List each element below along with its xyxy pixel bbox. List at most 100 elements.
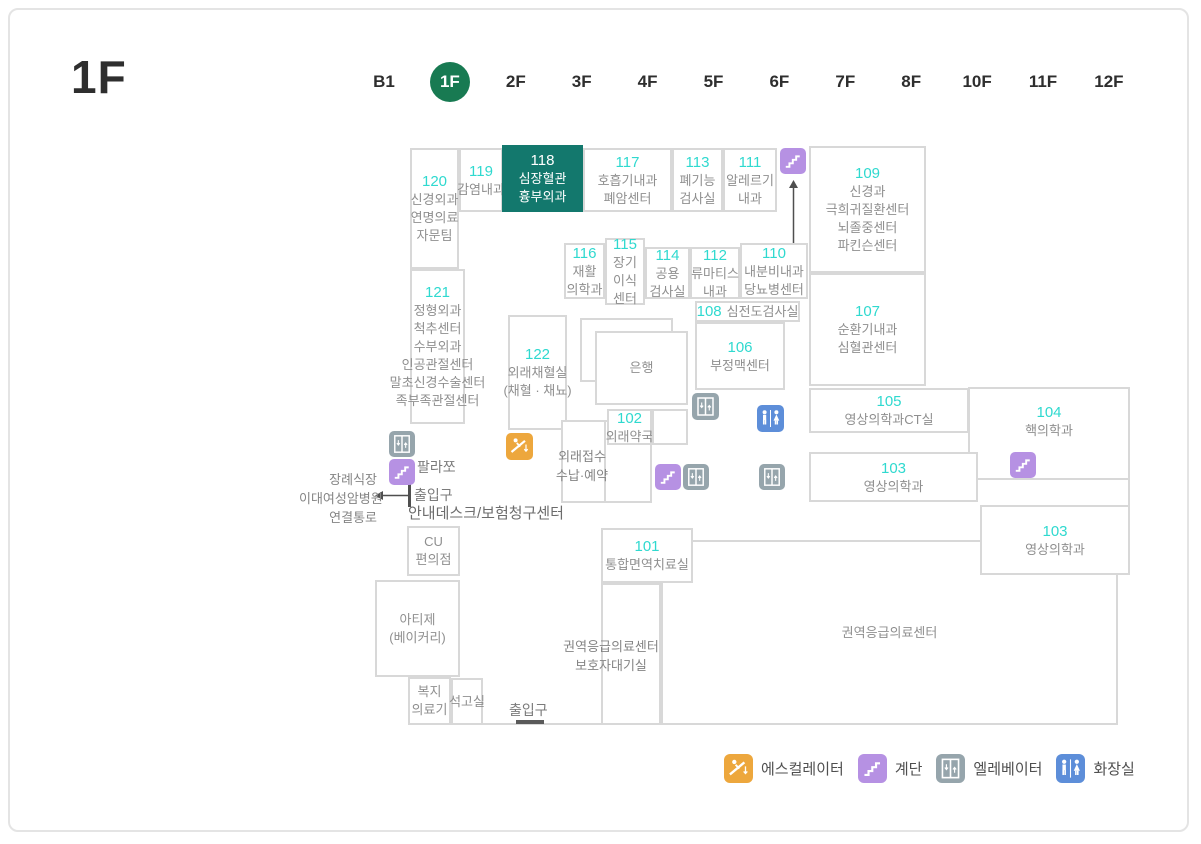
floor-tab-b1[interactable]: B1 bbox=[373, 72, 395, 91]
room-label: 센터 bbox=[613, 291, 637, 306]
map-label-line: 연결통로 bbox=[329, 510, 377, 525]
room-label: 심혈관센터 bbox=[837, 340, 898, 355]
map-label-line: 팔라쪼 bbox=[417, 459, 456, 475]
legend-label: 화장실 bbox=[1093, 761, 1135, 778]
floor-tab-5f[interactable]: 5F bbox=[703, 72, 724, 91]
escalator-icon bbox=[506, 433, 533, 460]
room-number: 118 bbox=[530, 152, 555, 169]
legend-item-toilet: 화장실 bbox=[1056, 754, 1135, 783]
toilet-icon bbox=[757, 405, 784, 432]
floor-tab-1f[interactable]: 1F bbox=[429, 62, 470, 102]
legend-label: 엘레베이터 bbox=[973, 761, 1043, 778]
room-number: 115 bbox=[613, 236, 637, 253]
room-label: 영상의학과CT실 bbox=[844, 412, 934, 427]
room-label: 은행 bbox=[629, 360, 654, 375]
elevator-icon bbox=[389, 431, 415, 457]
legend-label: 계단 bbox=[894, 761, 923, 778]
room-label: 정형외과 bbox=[413, 303, 462, 318]
room-label: 공용 bbox=[655, 265, 680, 281]
room-label: 인공관절센터 bbox=[401, 357, 474, 372]
floor-tab-4f[interactable]: 4F bbox=[637, 72, 658, 91]
arrow-up bbox=[787, 180, 800, 244]
room-number: 119 bbox=[469, 162, 493, 180]
room-label: 내과 bbox=[738, 190, 762, 206]
room-label: 파킨슨센터 bbox=[837, 238, 898, 253]
room-number: 111 bbox=[738, 153, 762, 171]
room-label: 순환기내과 bbox=[837, 322, 898, 337]
stairs-icon bbox=[389, 459, 415, 485]
map-line bbox=[516, 720, 544, 724]
floor-tab-12f[interactable]: 12F bbox=[1094, 72, 1124, 91]
map-label-line: 외래접수 bbox=[558, 449, 606, 464]
room-label: 아티제 bbox=[399, 611, 436, 627]
emergency-waiting-box bbox=[601, 583, 661, 725]
room-label: (베이커리) bbox=[389, 629, 446, 645]
room-number: 117 bbox=[615, 153, 640, 171]
room-label: 연명의료 bbox=[410, 210, 459, 225]
page-title: 1F bbox=[71, 51, 127, 103]
stairs-icon bbox=[655, 464, 681, 490]
elevator-icon bbox=[692, 393, 719, 420]
room-label: 말초신경수술센터 bbox=[389, 375, 486, 390]
map-line bbox=[408, 482, 411, 507]
room-number: 121 bbox=[424, 284, 451, 301]
arrow-left bbox=[375, 489, 411, 502]
room-label: 장기 bbox=[613, 255, 637, 270]
room-bank: 은행 bbox=[595, 331, 688, 405]
room-label: 당뇨병센터 bbox=[744, 281, 804, 297]
floor-tab-10f[interactable]: 10F bbox=[962, 72, 992, 91]
room-number: 122 bbox=[524, 346, 551, 363]
room-102-annex bbox=[652, 409, 688, 445]
floor-tab-3f[interactable]: 3F bbox=[571, 72, 592, 91]
map-label-line: 이대여성암병원 bbox=[299, 491, 383, 506]
floor-tab-11f[interactable]: 11F bbox=[1028, 72, 1058, 91]
stairs-icon bbox=[1010, 452, 1036, 478]
legend-item-stairs: 계단 bbox=[857, 754, 923, 783]
floor-tab-2f[interactable]: 2F bbox=[505, 72, 526, 91]
room-label: 핵의학과 bbox=[1025, 422, 1073, 438]
room-label: 복지 bbox=[417, 684, 442, 699]
map-label-line: 보호자대기실 bbox=[575, 658, 647, 673]
legend-label: 에스컬레이터 bbox=[761, 761, 844, 778]
room-label: 뇌졸중센터 bbox=[837, 220, 898, 235]
room-label: 검사실 bbox=[679, 190, 716, 206]
page-frame bbox=[8, 8, 1189, 832]
floor-tab-7f[interactable]: 7F bbox=[835, 72, 856, 91]
room-label: 폐기능 bbox=[679, 172, 716, 188]
room-label: 폐암센터 bbox=[603, 190, 652, 206]
room-number: 107 bbox=[854, 303, 881, 320]
room-number: 105 bbox=[876, 393, 902, 410]
legend-item-escalator: 에스컬레이터 bbox=[724, 754, 844, 783]
room-label: 이식 bbox=[613, 273, 637, 288]
label-entrance-south: 출입구 bbox=[509, 701, 548, 720]
room-label: 의학과 bbox=[566, 281, 603, 297]
floor-tab-6f[interactable]: 6F bbox=[769, 72, 790, 91]
floor-tab-8f[interactable]: 8F bbox=[901, 72, 922, 91]
room-label: 족부족관절센터 bbox=[395, 393, 480, 408]
room-label: 알레르기 bbox=[726, 172, 774, 188]
legend: 에스컬레이터 계단 엘레베이터 화장실 bbox=[724, 754, 1135, 783]
elevator-icon bbox=[936, 754, 966, 783]
map-label-line: 수납·예약 bbox=[555, 468, 609, 483]
room-label: 감염내과 bbox=[457, 181, 505, 197]
room-label: 심전도검사실 bbox=[726, 303, 799, 319]
room-label: 권역응급의료센터 bbox=[841, 624, 938, 640]
room-label: 영상의학과 bbox=[1025, 541, 1085, 557]
map-label-line: 권역응급의료센터 bbox=[563, 639, 659, 654]
